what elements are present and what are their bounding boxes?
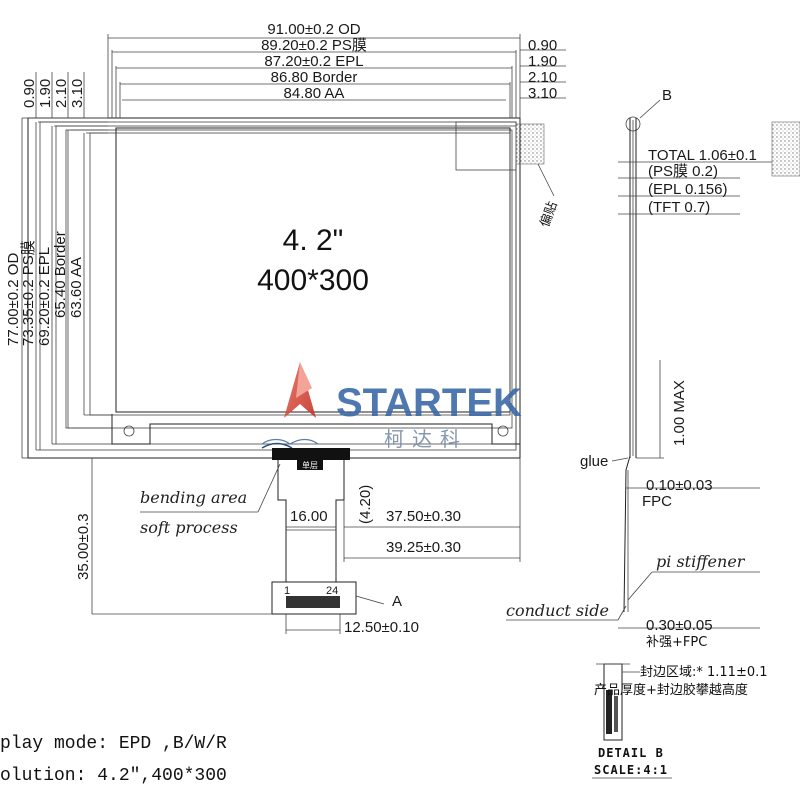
left-top-offsets: 0.90 1.90 2.10 3.10 [21, 72, 108, 134]
display-resolution-label: 400*300 [257, 264, 369, 297]
side-glue: glue [580, 453, 608, 470]
side-hatch [771, 121, 800, 177]
inner-outline [89, 132, 511, 416]
fpc-dimensions: 16.00 (4.20) 37.50±0.30 39.25±0.30 35.00… [75, 458, 521, 636]
hole-left [123, 425, 135, 437]
conduct-side-label: conduct side [506, 601, 609, 620]
dim-epl-width: 87.20±0.2 EPL [264, 53, 363, 70]
side-epl: (EPL 0.156) [648, 181, 728, 198]
side-ps: (PS膜 0.2) [648, 163, 718, 180]
detail-a-label: A [392, 593, 402, 610]
pin-first: 1 [284, 585, 290, 597]
fpc-layer-label: 单层 [302, 460, 318, 470]
side-tft: (TFT 0.7) [648, 199, 710, 216]
brand-cn: 柯达科 [384, 427, 468, 451]
dim-border-width: 86.80 Border [271, 69, 358, 86]
dim-fpc-length: 35.00±0.3 [75, 513, 92, 580]
fpc-layer-box [297, 458, 323, 470]
fpc-tail: 单层 1 24 A [261, 438, 402, 615]
left-offset-1: 0.90 [21, 79, 38, 108]
side-stiff-label: 补强+FPC [646, 635, 707, 650]
dim-right-offset-3: 2.10 [528, 69, 557, 86]
corner-tab [455, 121, 517, 171]
side-total: TOTAL 1.06±0.1 [648, 147, 757, 164]
pi-stiffener-label: pi stiffener [656, 552, 746, 571]
dim-right-offset-2: 1.90 [528, 53, 557, 70]
dim-right-offset-4: 3.10 [528, 85, 557, 102]
dim-border-height: 65.40 Border [52, 231, 69, 318]
fpc-stiffener [271, 581, 357, 615]
dim-aa-height: 63.60 AA [68, 257, 85, 318]
dim-fpc-39: 39.25±0.30 [386, 539, 461, 556]
dim-fpc-4-20: (4.20) [357, 485, 374, 524]
epl-outline [55, 125, 517, 445]
side-fpc-label: FPC [642, 493, 672, 510]
note-resolution: olution: 4.2",400*300 [0, 766, 227, 786]
detail-desc-label: 产品厚度+封边胶攀越高度 [594, 682, 748, 698]
note-display-mode: play mode: EPD ,B/W/R [0, 734, 227, 754]
left-dimensions: 77.00±0.2 OD 73.35±0.2 PS膜 69.20±0.2 EPL… [5, 118, 112, 459]
dim-od-width: 91.00±0.2 OD [267, 21, 360, 38]
border-outline [65, 129, 513, 429]
corner-hatch [515, 123, 545, 165]
side-max: 1.00 MAX [671, 380, 688, 446]
brand-name: STARTEK [336, 381, 522, 425]
side-stiff-thickness: 0.30±0.05 [646, 617, 713, 634]
dim-ps-width: 89.20±0.2 PS膜 [261, 37, 367, 54]
dim-right-offset-1: 0.90 [528, 37, 557, 54]
corner-note: 偏贴 [538, 200, 561, 230]
top-dimensions: 91.00±0.2 OD 89.20±0.2 PS膜 87.20±0.2 EPL… [107, 21, 566, 118]
bending-area-label: bending area [140, 488, 247, 507]
left-offset-3: 2.10 [53, 79, 70, 108]
detail-seal-label: 封边区域:* 1.11±0.1 [640, 665, 768, 680]
soft-process-label: soft process [140, 518, 238, 537]
bottom-ledge [111, 414, 520, 445]
left-offset-2: 1.90 [37, 79, 54, 108]
side-view: B TOTAL 1.06±0.1 (PS膜 0.2) (EPL 0.156) (… [506, 87, 800, 650]
display-size-label: 4. 2" [283, 224, 344, 257]
detail-b: 封边区域:* 1.11±0.1 产品厚度+封边胶攀越高度 DETAIL B SC… [592, 663, 768, 779]
fpc-pins [286, 596, 340, 608]
detail-b-label: B [662, 87, 672, 104]
detail-scale: SCALE:4:1 [594, 763, 668, 777]
left-offset-4: 3.10 [69, 79, 86, 108]
dim-ps-height: 73.35±0.2 PS膜 [20, 240, 37, 346]
dim-epl-height: 69.20±0.2 EPL [36, 247, 53, 346]
hole-right [497, 425, 509, 437]
dim-fpc-16: 16.00 [290, 508, 328, 525]
fpc-connector-strip [272, 448, 350, 460]
detail-title: DETAIL B [598, 746, 664, 760]
dim-aa-width: 84.80 AA [284, 85, 345, 102]
dim-od-height: 77.00±0.2 OD [5, 253, 22, 346]
dim-connector-width: 12.50±0.10 [344, 619, 419, 636]
side-fpc-thickness: 0.10±0.03 [646, 477, 713, 494]
pin-last: 24 [326, 585, 338, 597]
dim-fpc-37: 37.50±0.30 [386, 508, 461, 525]
brand-logo: STARTEK 柯达科 [284, 362, 522, 451]
